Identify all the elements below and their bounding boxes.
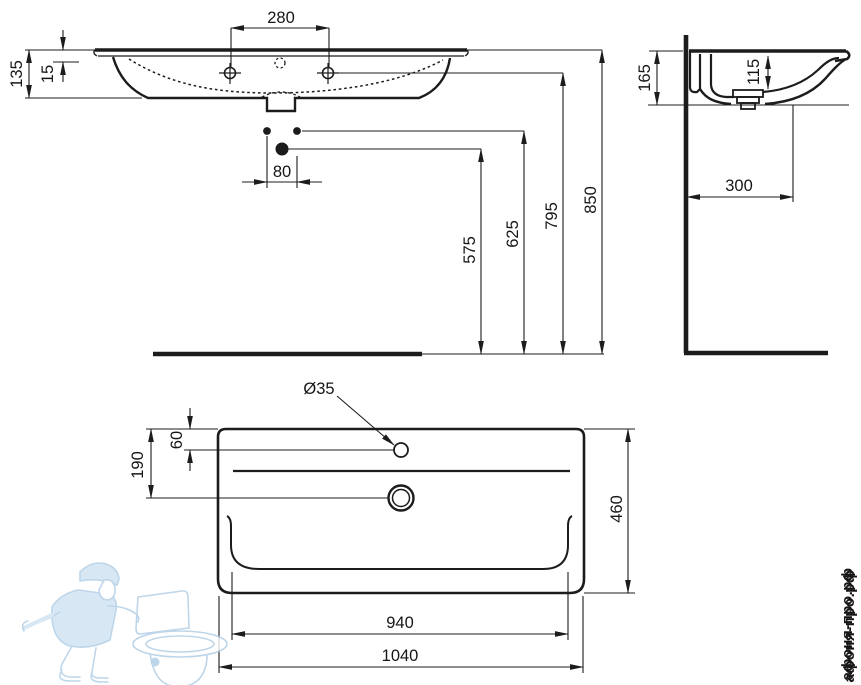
toilet-flush-button bbox=[150, 657, 160, 667]
dim-label-575: 575 bbox=[461, 236, 479, 264]
tap-hole-left bbox=[219, 63, 241, 84]
front-view bbox=[93, 48, 604, 357]
dim-label-15: 15 bbox=[39, 65, 57, 83]
dim-label-135: 135 bbox=[8, 60, 26, 88]
toilet-bowl-inner bbox=[145, 635, 215, 653]
plumber-wrench-jaw bbox=[21, 620, 29, 632]
toilet-bowl-rim bbox=[132, 630, 228, 658]
toilet-tank bbox=[135, 590, 190, 635]
fixing-dot-right bbox=[293, 127, 301, 135]
front-view-labels: 280 135 15 80 575 625 795 850 bbox=[8, 9, 600, 264]
dim-label-795: 795 bbox=[543, 202, 561, 230]
plumber-wrench bbox=[22, 613, 54, 630]
tap-hole-right bbox=[317, 63, 339, 84]
basin-section bbox=[688, 49, 851, 110]
plumber-legs bbox=[60, 645, 109, 679]
side-view-labels: 165 115 300 bbox=[636, 59, 763, 195]
dim-label-280: 280 bbox=[267, 9, 295, 27]
plan-view-dimensions bbox=[146, 395, 635, 673]
plumber-jacket bbox=[51, 589, 118, 648]
dim-label-165: 165 bbox=[636, 64, 654, 92]
site-watermark-text: афоня-про.рф bbox=[839, 567, 856, 680]
plumber-face bbox=[98, 578, 116, 601]
plumber-arm-right bbox=[107, 605, 140, 623]
dim-label-60: 60 bbox=[168, 431, 186, 449]
tap-hole-plan bbox=[393, 442, 409, 458]
plan-view bbox=[216, 427, 586, 595]
dim-label-625: 625 bbox=[504, 220, 522, 248]
wall-line bbox=[683, 35, 828, 356]
basin-plan-outline bbox=[216, 427, 586, 595]
dim-label-1040: 1040 bbox=[382, 647, 419, 665]
leader-line-d35 bbox=[336, 395, 395, 446]
basin-body-outline bbox=[111, 56, 452, 113]
side-view-dimensions bbox=[648, 50, 849, 202]
dim-label-460: 460 bbox=[608, 495, 626, 523]
basin-rim-front bbox=[93, 48, 469, 57]
dim-label-300: 300 bbox=[725, 177, 753, 195]
side-view bbox=[683, 35, 851, 356]
site-watermark: афоня-про.рф афоня-про.рф bbox=[839, 567, 858, 682]
plumber-mascot-watermark bbox=[21, 562, 228, 685]
center-tap-hole-hidden bbox=[274, 57, 286, 69]
dim-label-d35: Ø35 bbox=[303, 380, 334, 398]
plumber-boots bbox=[59, 669, 109, 683]
basin-hidden-interior-line bbox=[128, 58, 444, 94]
dim-label-940: 940 bbox=[386, 614, 414, 632]
basin-inner-outline bbox=[226, 515, 573, 570]
dim-label-190: 190 bbox=[129, 451, 147, 479]
dim-label-115: 115 bbox=[745, 59, 763, 85]
dim-label-80: 80 bbox=[273, 163, 291, 181]
site-watermark-shadow: афоня-про.рф bbox=[841, 569, 858, 682]
dim-label-850: 850 bbox=[582, 186, 600, 214]
drain-hole-plan bbox=[387, 484, 415, 512]
fixing-dot-left bbox=[263, 127, 271, 135]
front-view-dimensions bbox=[25, 25, 605, 355]
outlet-dot bbox=[275, 142, 289, 156]
plan-view-labels: Ø35 60 190 460 940 1040 bbox=[129, 380, 626, 665]
